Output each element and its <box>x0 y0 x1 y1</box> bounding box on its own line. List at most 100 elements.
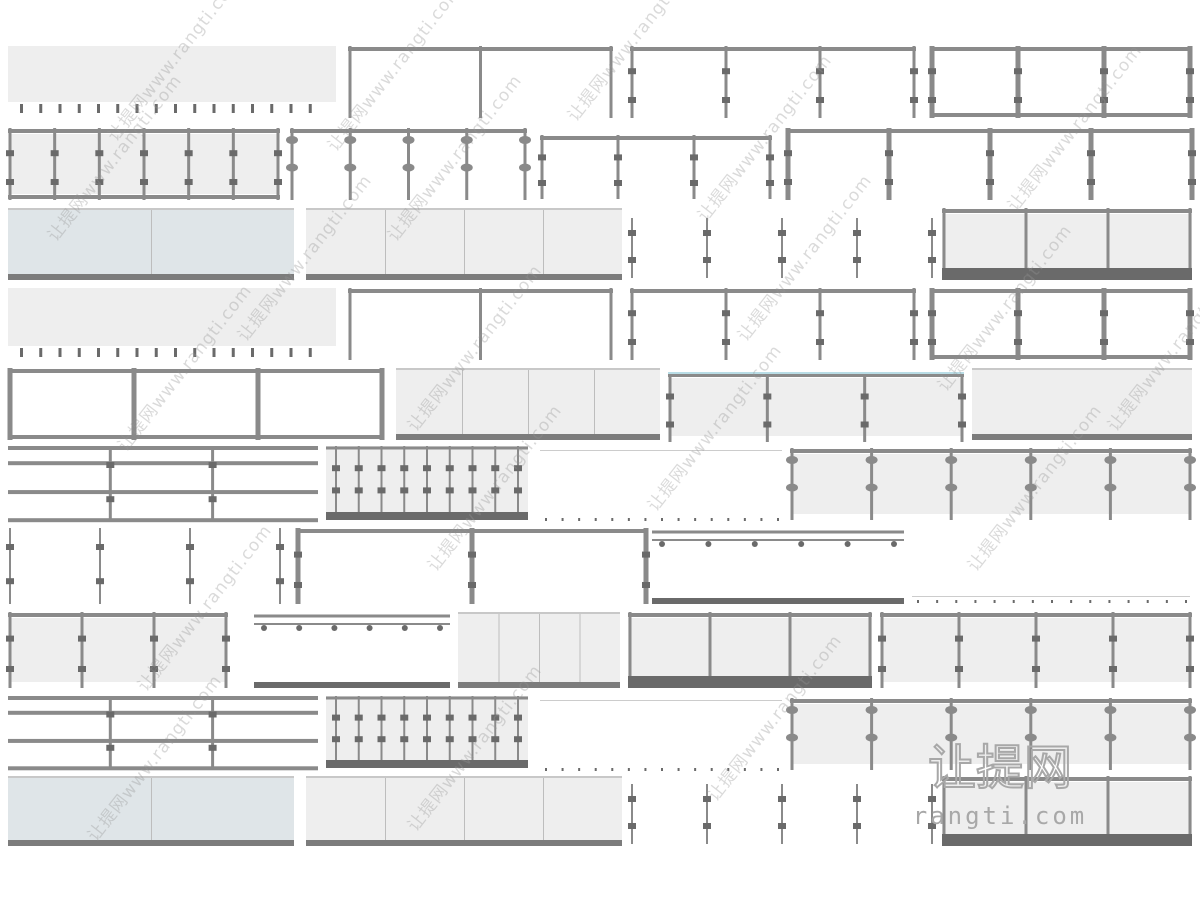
glass-clamp <box>784 179 792 185</box>
railing-thumb-post-frame <box>7 368 385 440</box>
top-cap <box>972 368 1192 370</box>
post <box>540 135 544 199</box>
glass-clamp <box>491 487 500 494</box>
post <box>142 128 146 200</box>
post <box>987 128 993 200</box>
post <box>818 288 822 360</box>
glass-clamp <box>6 150 14 157</box>
glass-clamp <box>186 544 194 550</box>
spigot <box>39 348 43 357</box>
anchor <box>694 768 697 771</box>
post <box>1188 612 1192 688</box>
glass-clamp <box>1100 339 1108 345</box>
standoff-disk <box>945 733 958 742</box>
spigot <box>174 348 177 357</box>
glass-clamp <box>400 487 409 494</box>
post <box>335 446 337 512</box>
glass-joint <box>462 368 463 434</box>
handrail <box>8 696 318 700</box>
anchor <box>578 518 581 521</box>
post <box>1101 288 1107 360</box>
glass-clamp <box>106 462 115 468</box>
post <box>708 612 712 678</box>
base-beam <box>628 676 872 688</box>
handrail <box>254 614 450 618</box>
glass-clamp <box>377 465 386 472</box>
spigot <box>289 348 293 357</box>
glass-clamp <box>778 796 786 802</box>
standoff-disk <box>945 456 958 464</box>
anchor <box>1089 600 1092 603</box>
glass-clamp <box>294 582 302 588</box>
glass-clamp <box>1186 68 1194 75</box>
post <box>8 612 12 688</box>
post <box>942 776 946 836</box>
glass-clamp <box>445 465 454 472</box>
spigot <box>135 104 139 113</box>
railing-thumb-post-frame <box>928 46 1194 118</box>
post <box>929 46 935 118</box>
post <box>668 372 672 442</box>
post <box>880 612 884 688</box>
rail-knob <box>296 625 303 631</box>
rail-knob <box>366 625 373 631</box>
glass-clamp <box>690 180 698 186</box>
glass-joint <box>385 776 386 840</box>
standoff-disk <box>519 136 531 144</box>
glass-panel <box>942 782 1192 834</box>
rail-knob <box>437 625 443 631</box>
railing-thumb-post-frame <box>786 448 1196 520</box>
anchor <box>974 600 977 603</box>
glass-clamp <box>878 666 886 672</box>
glass-clamp <box>910 68 918 75</box>
handrail <box>8 766 318 771</box>
glass-clamp <box>1087 179 1095 185</box>
post <box>631 218 633 278</box>
glass-clamp <box>666 393 674 400</box>
glass-clamp <box>628 230 636 236</box>
standoff-disk <box>786 706 798 714</box>
glass-joint <box>151 776 152 840</box>
anchor <box>993 600 996 603</box>
glass-clamp <box>106 496 115 503</box>
spigot <box>270 104 274 113</box>
post <box>616 135 620 199</box>
anchor <box>677 768 680 771</box>
standoff-disk <box>1104 706 1117 714</box>
glass-clamp <box>642 582 650 588</box>
glass-clamp <box>816 339 824 345</box>
standoff-disk <box>402 136 415 144</box>
glass-clamp <box>445 714 454 721</box>
glass-clamp <box>885 179 893 185</box>
glass-clamp <box>690 154 698 161</box>
handrail <box>8 738 318 743</box>
glass-panel <box>972 368 1192 434</box>
post <box>942 208 946 270</box>
spigot <box>308 104 312 113</box>
glass-joint <box>385 208 386 274</box>
glass-clamp <box>878 635 886 642</box>
post <box>357 696 360 760</box>
post <box>643 528 649 604</box>
post <box>380 696 383 760</box>
anchor <box>760 768 763 771</box>
glass-clamp <box>928 68 936 75</box>
glass-clamp <box>628 97 636 103</box>
glass-clamp <box>628 823 636 829</box>
post <box>152 612 156 688</box>
post <box>494 446 497 512</box>
cable <box>912 596 1190 597</box>
standoff-disk <box>286 136 298 144</box>
glass-clamp <box>784 150 792 157</box>
post <box>863 372 867 442</box>
post <box>53 128 57 200</box>
glass-clamp <box>332 487 340 494</box>
spigot <box>97 104 100 113</box>
glass-panel <box>8 288 336 346</box>
glass-clamp <box>766 180 774 186</box>
railing-thumb-post-frame <box>6 612 230 688</box>
post <box>494 696 497 760</box>
post <box>469 528 475 604</box>
top-cap <box>396 368 660 370</box>
glass-clamp <box>514 714 522 721</box>
